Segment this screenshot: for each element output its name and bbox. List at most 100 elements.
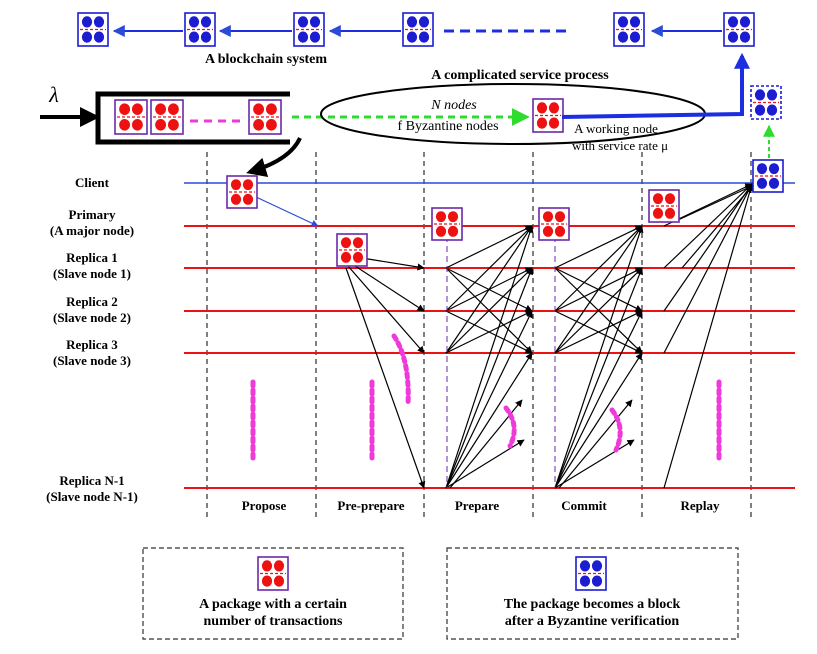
- curved-ellipsis-2: [503, 405, 517, 449]
- working-node-icon: [532, 98, 564, 133]
- chain-blocks: [77, 12, 755, 47]
- chain-block-4: [402, 12, 434, 47]
- f-byzantine-label: f Byzantine nodes: [397, 119, 498, 134]
- transaction-dot: [756, 163, 768, 175]
- transaction-dot: [727, 16, 739, 28]
- timelines: [184, 182, 795, 489]
- transaction-dot: [93, 16, 105, 28]
- curved-ellipsis-1: [391, 333, 411, 407]
- working-node-package: [532, 98, 564, 133]
- arrow-replay-5: [663, 183, 754, 489]
- transaction-dot: [418, 31, 430, 43]
- ellipsis-dots: [250, 333, 722, 463]
- arrow-prepare-9: [445, 225, 534, 489]
- row-label-replica3: Replica 3: [66, 337, 118, 352]
- chain-block-5: [613, 12, 645, 47]
- transaction-dot: [536, 102, 548, 114]
- queue-package-1: [114, 99, 148, 135]
- arrow-preprepare-r3: [347, 265, 425, 354]
- queue-to-client-arrow: [246, 137, 302, 177]
- row-sublabel-replica1: (Slave node 1): [53, 266, 131, 281]
- transaction-dot: [119, 103, 131, 115]
- transaction-dot: [188, 31, 200, 43]
- queue-package-2: [150, 99, 184, 135]
- transaction-dot: [309, 31, 321, 43]
- transaction-dot: [579, 575, 591, 587]
- transaction-dot: [273, 575, 285, 587]
- phase-label-1: Propose: [242, 498, 287, 513]
- transaction-dot: [766, 89, 778, 101]
- transaction-dot: [435, 225, 447, 237]
- arrow-commit-8: [554, 310, 643, 354]
- replay-package: [648, 189, 680, 223]
- transaction-dot: [230, 179, 242, 191]
- arrow-replay-3: [663, 183, 753, 312]
- timeline-packages: [226, 159, 784, 267]
- transaction-dot: [200, 16, 212, 28]
- service-rate-label: with service rate μ: [572, 138, 668, 153]
- transaction-dot: [352, 237, 364, 249]
- arrow-replay-4: [663, 183, 753, 354]
- transaction-dot: [652, 207, 664, 219]
- message-arrows: [255, 183, 754, 489]
- transaction-dot: [664, 207, 676, 219]
- arrow-prepare-7: [445, 267, 533, 354]
- transaction-dot: [542, 225, 554, 237]
- arrow-prepare-3: [445, 225, 533, 312]
- transaction-dot: [261, 575, 273, 587]
- row-label-replicaN1: Replica N-1: [59, 473, 124, 488]
- row-label-primary: Primary: [69, 207, 116, 222]
- transaction-dot: [548, 102, 560, 114]
- transaction-dot: [629, 16, 641, 28]
- legend-block-line1: The package becomes a block: [504, 597, 681, 612]
- transaction-dot: [664, 193, 676, 205]
- transaction-dot: [155, 103, 167, 115]
- transaction-dot: [548, 117, 560, 129]
- arrow-commit-10: [554, 267, 643, 489]
- transaction-dot: [200, 31, 212, 43]
- phase-dividers: [206, 152, 752, 518]
- arrow-prepare-8: [445, 310, 533, 354]
- transaction-dot: [617, 16, 629, 28]
- transaction-dot: [242, 193, 254, 205]
- pending-block: [750, 85, 782, 120]
- service-process-label: A complicated service process: [431, 68, 609, 83]
- transaction-dot: [253, 103, 265, 115]
- transaction-dot: [554, 225, 566, 237]
- transaction-dot: [93, 31, 105, 43]
- transaction-dot: [131, 119, 143, 131]
- queue-buffer: [95, 91, 290, 145]
- arrow-commit-0: [554, 225, 643, 269]
- arrow-prepare-11: [445, 310, 533, 489]
- prepare-package: [431, 207, 463, 241]
- transaction-dot: [406, 16, 418, 28]
- transaction-dot: [340, 237, 352, 249]
- transaction-dot: [629, 31, 641, 43]
- transaction-dot: [230, 193, 242, 205]
- transaction-dot: [253, 119, 265, 131]
- arrow-replay-primary-pkg: [677, 185, 753, 221]
- arrow-commit-7: [554, 267, 643, 354]
- client-block: [752, 159, 784, 193]
- transaction-dot: [406, 31, 418, 43]
- arrow-commit-6: [554, 225, 643, 354]
- transaction-dot: [554, 211, 566, 223]
- chain-block-6: [723, 12, 755, 47]
- row-label-replica1: Replica 1: [66, 250, 118, 265]
- working-node-label: A working node: [574, 121, 658, 136]
- transaction-dot: [756, 177, 768, 189]
- chain-block-3: [293, 12, 325, 47]
- row-label-client: Client: [75, 175, 110, 190]
- transaction-dot: [188, 16, 200, 28]
- row-sublabel-replicaN1: (Slave node N-1): [46, 489, 138, 504]
- row-sublabel-replica3: (Slave node 3): [53, 353, 131, 368]
- legend-box-block: [446, 547, 739, 640]
- transaction-dot: [754, 104, 766, 116]
- transaction-dot: [617, 31, 629, 43]
- arrow-prepare-0: [445, 225, 533, 269]
- row-label-replica2: Replica 2: [66, 294, 118, 309]
- arrow-prepare-10: [445, 267, 533, 489]
- phase-label-2: Pre-prepare: [337, 498, 404, 513]
- to-chain-blue-arrow: [561, 52, 750, 119]
